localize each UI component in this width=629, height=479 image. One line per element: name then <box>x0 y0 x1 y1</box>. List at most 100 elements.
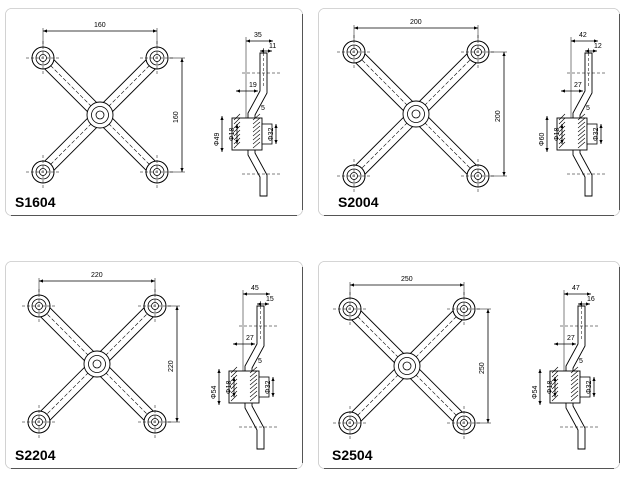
hub-bore <box>411 109 421 119</box>
arm-centerline <box>360 122 408 170</box>
dim-width-total: 35 <box>254 32 262 39</box>
width-total-dim-arrow-left <box>571 39 575 43</box>
dim-span: 220 <box>91 272 103 279</box>
hatch-line <box>252 129 261 137</box>
width-mid-dim-arrow-right <box>579 89 583 93</box>
arm-centerline <box>356 374 399 417</box>
dim-outer-diameter: Φ54 <box>532 385 539 399</box>
model-label: S1604 <box>15 194 56 210</box>
span-dim-line-arrow-right <box>151 279 155 283</box>
bolt-diameter-dim-arrow-bottom <box>274 140 278 144</box>
dim-width-mid: 19 <box>249 82 257 89</box>
arm-centerline <box>424 58 472 106</box>
dim-angle: 5 <box>258 358 262 365</box>
arm-centerline <box>108 64 151 107</box>
hatch-line <box>252 133 261 141</box>
dim-width-mid: 27 <box>574 82 582 89</box>
hatch-line <box>249 378 258 386</box>
height-dim-line-arrow-bottom <box>180 168 184 172</box>
dim-height: 200 <box>495 110 502 122</box>
spider-drawing <box>318 261 620 469</box>
outer-diameter-dim-arrow-top <box>538 369 542 373</box>
width-top-dim-arrow-right <box>593 49 597 53</box>
dim-width-top: 16 <box>587 296 595 303</box>
inner-diameter-dim-arrow-bottom <box>235 140 239 144</box>
dim-bolt-diameter: Φ32 <box>265 380 272 394</box>
width-top-dim-arrow-left <box>585 49 589 53</box>
dim-height: 250 <box>479 362 486 374</box>
width-total-dim-arrow-left <box>246 39 250 43</box>
dim-outer-diameter: Φ49 <box>214 132 221 146</box>
hatch-line <box>252 141 261 149</box>
width-top-dim-arrow-right <box>268 49 272 53</box>
width-total-dim-arrow-right <box>594 39 598 43</box>
spider-panel-s2204: S2204 220 220 45 15 27 5 Φ54 Φ18 Φ32 <box>5 261 303 469</box>
clamp-washer <box>586 123 598 145</box>
hub-bore <box>95 110 105 120</box>
span-dim-line-arrow-right <box>460 283 464 287</box>
width-top-dim-arrow-left <box>578 302 582 306</box>
dim-width-top: 12 <box>594 43 602 50</box>
dim-angle: 5 <box>579 358 583 365</box>
hatch-line <box>252 121 261 129</box>
dim-span: 250 <box>401 276 413 283</box>
side-profile <box>244 305 265 450</box>
inner-diameter-dim-arrow-top <box>232 377 236 381</box>
inner-diameter-dim-arrow-bottom <box>232 393 236 397</box>
outer-diameter-dim-arrow-bottom <box>545 148 549 152</box>
dim-bolt-diameter: Φ32 <box>593 127 600 141</box>
bolt-diameter-dim-arrow-bottom <box>592 393 596 397</box>
model-label: S2204 <box>15 447 56 463</box>
bolt-diameter-dim-arrow-bottom <box>271 393 275 397</box>
arm-centerline <box>45 372 89 416</box>
span-dim-line-arrow-left <box>39 279 43 283</box>
dim-height: 160 <box>173 111 180 123</box>
width-mid-dim-arrow-left <box>561 89 565 93</box>
inner-diameter-dim-arrow-top <box>235 124 239 128</box>
width-top-dim-arrow-left <box>257 302 261 306</box>
dim-inner-diameter: Φ18 <box>229 127 236 141</box>
height-dim-line-arrow-bottom <box>502 172 506 176</box>
hatch-line <box>233 113 241 121</box>
bolt-diameter-dim-arrow-top <box>274 124 278 128</box>
hatch-line <box>249 370 258 378</box>
hub-bore <box>92 359 102 369</box>
span-dim-line-arrow-right <box>474 26 478 30</box>
hatch-line <box>577 129 586 137</box>
span-dim-line-arrow-right <box>153 29 157 33</box>
height-dim-line-arrow-top <box>180 58 184 62</box>
side-profile <box>565 305 586 450</box>
dim-bolt-diameter: Φ32 <box>586 380 593 394</box>
hatch-line <box>577 117 586 125</box>
hatch-line <box>249 386 258 394</box>
hatch-line <box>233 117 241 125</box>
hatch-line <box>570 390 579 398</box>
arm-centerline <box>49 64 92 107</box>
hatch-line <box>570 382 579 390</box>
arm-centerline <box>415 315 458 358</box>
width-top-dim-arrow-right <box>586 302 590 306</box>
outer-diameter-dim-arrow-bottom <box>220 148 224 152</box>
dim-height: 220 <box>168 360 175 372</box>
height-dim-line-arrow-bottom <box>486 419 490 423</box>
width-top-dim-arrow-left <box>260 49 264 53</box>
hatch-line <box>551 394 559 402</box>
bolt-diameter-dim-arrow-top <box>592 377 596 381</box>
dim-width-total: 47 <box>572 285 580 292</box>
width-total-dim-arrow-right <box>269 39 273 43</box>
spider-drawing <box>5 261 303 469</box>
dim-span: 200 <box>410 19 422 26</box>
arm-centerline <box>108 123 151 166</box>
outer-diameter-dim-arrow-top <box>220 116 224 120</box>
dim-width-total: 42 <box>579 32 587 39</box>
spider-panel-s2504: S2504 250 250 47 16 27 5 Φ54 Φ18 Φ32 <box>318 261 620 469</box>
height-dim-line-arrow-top <box>486 309 490 313</box>
span-dim-line-arrow-left <box>350 283 354 287</box>
hatch-line <box>551 366 559 374</box>
hatch-line <box>233 141 241 149</box>
hatch-line <box>577 137 586 145</box>
dim-inner-diameter: Φ18 <box>554 127 561 141</box>
arm-centerline <box>49 123 92 166</box>
span-dim-line-arrow-left <box>354 26 358 30</box>
hatch-line <box>252 113 261 121</box>
